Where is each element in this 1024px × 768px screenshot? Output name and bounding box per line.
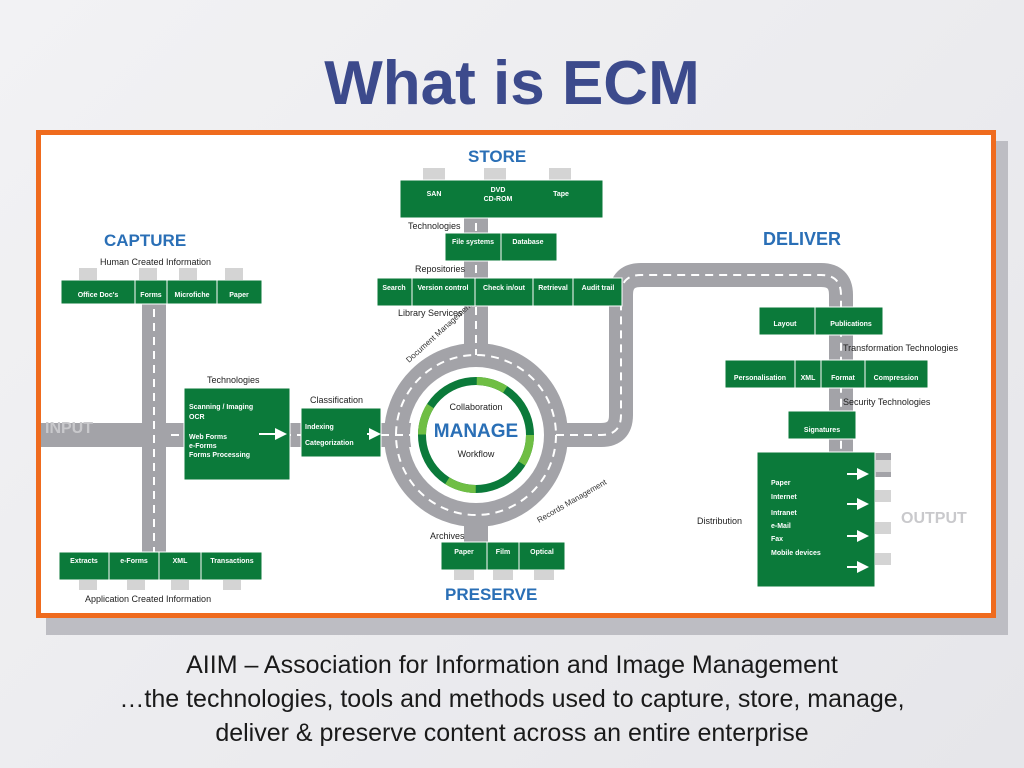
security-label: Security Technologies bbox=[843, 397, 931, 407]
capture-top-row: Office Doc's Forms Microfiche Paper bbox=[60, 268, 263, 305]
manage-cycle-arrows bbox=[418, 377, 534, 493]
capture-top-item: Office Doc's bbox=[78, 292, 119, 299]
human-created-label: Human Created Information bbox=[100, 257, 211, 267]
capture-bottom-row: Extracts e-Forms XML Transactions bbox=[58, 551, 263, 590]
distribution-label: Distribution bbox=[697, 516, 742, 526]
caption: AIIM – Association for Information and I… bbox=[0, 648, 1024, 750]
ecm-diagram-frame: Collaboration MANAGE Workflow Document M… bbox=[36, 130, 996, 618]
signatures-item: Signatures bbox=[804, 427, 840, 434]
capture-tech-item: e-Forms bbox=[189, 443, 217, 450]
store-media-item: Tape bbox=[553, 191, 569, 198]
caption-line-3: deliver & preserve content across an ent… bbox=[215, 719, 809, 747]
preserve-heading: PRESERVE bbox=[445, 585, 537, 604]
classification-item: Indexing bbox=[305, 424, 334, 431]
capture-tech-item: Scanning / Imaging bbox=[189, 404, 253, 411]
library-service-item: Search bbox=[382, 285, 405, 292]
preserve-item: Paper bbox=[454, 549, 474, 556]
preserve-item: Optical bbox=[530, 549, 554, 556]
transformation-label: Transformation Technologies bbox=[843, 343, 959, 353]
preserve-row: Paper Film Optical bbox=[440, 541, 566, 580]
capture-top-item: Paper bbox=[229, 292, 249, 299]
slide-title: What is ECM bbox=[324, 49, 700, 118]
library-service-item: Check in/out bbox=[483, 285, 526, 292]
deliver-transform-item: XML bbox=[801, 375, 817, 382]
deliver-distribution-box: Paper Internet Intranet e-Mail Fax Mobil… bbox=[756, 451, 891, 588]
distribution-item: Fax bbox=[771, 536, 783, 543]
deliver-transform-row: Personalisation XML Format Compression bbox=[724, 359, 929, 389]
app-created-label: Application Created Information bbox=[85, 594, 211, 604]
caption-line-2: …the technologies, tools and methods use… bbox=[119, 685, 905, 713]
deliver-security: Signatures bbox=[787, 410, 857, 440]
manage-hub bbox=[410, 369, 542, 501]
capture-bottom-item: Transactions bbox=[210, 558, 253, 565]
distribution-item: Mobile devices bbox=[771, 550, 821, 557]
manage-label: MANAGE bbox=[434, 421, 518, 442]
workflow-label: Workflow bbox=[458, 449, 495, 459]
library-services-row: Search Version control Check in/out Retr… bbox=[376, 277, 623, 307]
distribution-item: Paper bbox=[771, 480, 791, 487]
capture-tech-item: Web Forms bbox=[189, 434, 227, 441]
capture-bottom-item: e-Forms bbox=[120, 558, 148, 565]
capture-top-item: Forms bbox=[140, 292, 162, 299]
deliver-transform-item: Personalisation bbox=[734, 375, 786, 382]
capture-technologies-label: Technologies bbox=[207, 375, 260, 385]
caption-line-1: AIIM – Association for Information and I… bbox=[186, 651, 838, 679]
distribution-item: e-Mail bbox=[771, 523, 791, 530]
distribution-item: Internet bbox=[771, 494, 797, 501]
distribution-item: Intranet bbox=[771, 510, 797, 517]
classification-label: Classification bbox=[310, 395, 363, 405]
store-repositories: File systems Database bbox=[444, 232, 558, 262]
classification-box: Indexing Categorization bbox=[300, 407, 382, 458]
preserve-item: Film bbox=[496, 549, 510, 556]
capture-tech-item: OCR bbox=[189, 414, 205, 421]
deliver-top-item: Publications bbox=[830, 321, 872, 328]
capture-heading: CAPTURE bbox=[104, 231, 186, 250]
store-media-item: CD-ROM bbox=[484, 196, 513, 203]
deliver-top-item: Layout bbox=[774, 321, 798, 328]
store-repo-item: File systems bbox=[452, 239, 494, 246]
classification-item: Categorization bbox=[305, 440, 354, 447]
capture-top-item: Microfiche bbox=[174, 292, 209, 299]
capture-bottom-item: Extracts bbox=[70, 558, 98, 565]
store-heading: STORE bbox=[468, 147, 526, 166]
repositories-label: Repositories bbox=[415, 264, 466, 274]
deliver-heading: DELIVER bbox=[763, 229, 841, 249]
library-service-item: Retrieval bbox=[538, 285, 568, 292]
capture-technology-box: Scanning / Imaging OCR Web Forms e-Forms… bbox=[183, 387, 291, 481]
deliver-transform-item: Format bbox=[831, 375, 855, 382]
store-media-item: SAN bbox=[427, 191, 442, 198]
store-media-item: DVD bbox=[491, 187, 506, 194]
store-technologies-label: Technologies bbox=[408, 221, 461, 231]
capture-tech-item: Forms Processing bbox=[189, 452, 250, 459]
collaboration-label: Collaboration bbox=[449, 402, 502, 412]
capture-bottom-item: XML bbox=[173, 558, 189, 565]
store-repo-item: Database bbox=[512, 239, 543, 246]
output-label: OUTPUT bbox=[901, 510, 967, 527]
library-services-label: Library Services bbox=[398, 308, 463, 318]
library-service-item: Audit trail bbox=[582, 285, 615, 292]
deliver-top-row: Layout Publications bbox=[758, 306, 884, 336]
archives-label: Archives bbox=[430, 531, 465, 541]
input-label: INPUT bbox=[45, 420, 93, 437]
library-service-item: Version control bbox=[418, 285, 469, 292]
store-media: SAN DVD CD-ROM Tape bbox=[399, 168, 604, 219]
deliver-transform-item: Compression bbox=[874, 375, 919, 382]
ecm-diagram: Collaboration MANAGE Workflow Document M… bbox=[41, 147, 967, 604]
